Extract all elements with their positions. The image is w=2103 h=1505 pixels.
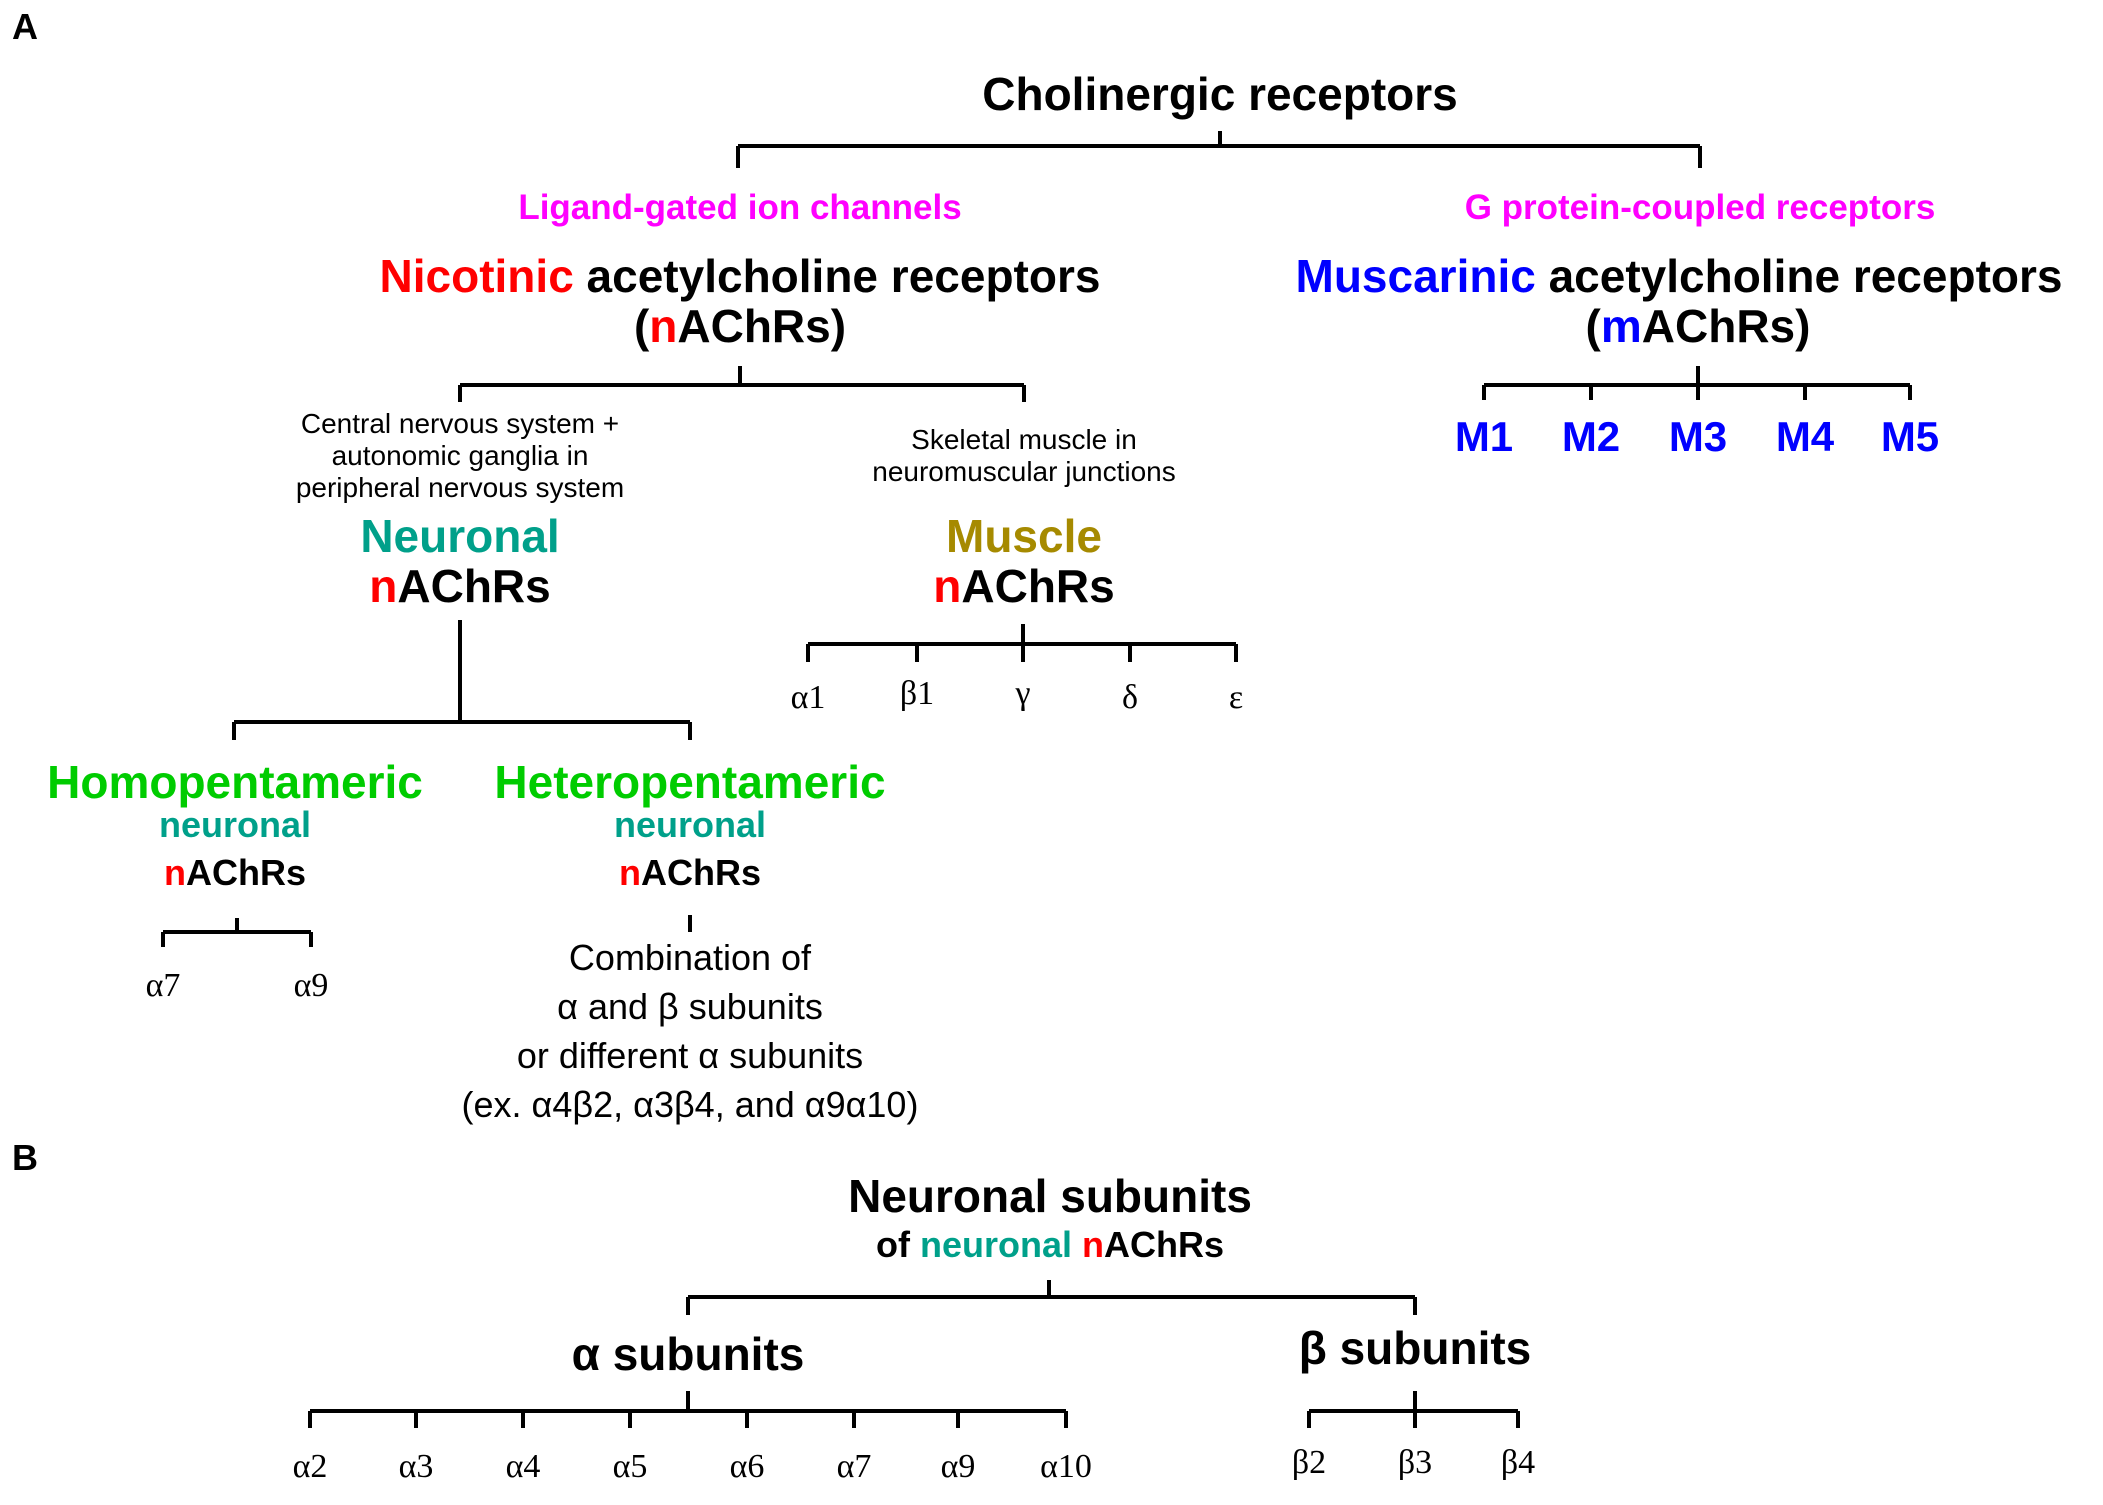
gpcr-class: G protein-coupled receptors — [1464, 188, 1936, 227]
alpha-subunit: α2 — [292, 1448, 328, 1485]
abbr-rest: AChRs — [1104, 1224, 1225, 1265]
homopentameric-sub: neuronal — [158, 804, 311, 845]
nicotinic-prefix: Nicotinic — [379, 250, 574, 302]
nachrs-abbr: (nAChRs) — [540, 300, 940, 353]
m-subtype: M3 — [1668, 413, 1728, 460]
beta-subunits-title: β subunits — [1298, 1322, 1532, 1374]
panel-b-label: B — [12, 1137, 38, 1178]
muscle-location-line: Skeletal muscle in — [911, 424, 1137, 455]
alpha-subunit: α3 — [398, 1448, 434, 1485]
m-subtype: M2 — [1561, 413, 1621, 460]
muscle-location-line: neuromuscular junctions — [872, 456, 1176, 487]
muscarinic-rest: acetylcholine receptors — [1535, 250, 2063, 302]
homopentameric-nachrs: nAChRs — [85, 852, 385, 893]
homo-subunit: α9 — [293, 967, 329, 1004]
neuronal-title: Neuronal — [360, 510, 560, 562]
abbr-rest: AChRs) — [1641, 300, 1811, 352]
of-word: of — [875, 1224, 920, 1265]
muscle-subunit: ε — [1228, 679, 1244, 716]
alpha-subunit: α4 — [505, 1448, 541, 1485]
homo-connector — [161, 918, 313, 947]
hetero-desc-line: (ex. α4β2, α3β4, and α9α10) — [461, 1084, 919, 1125]
muscle-subunit: β1 — [899, 675, 935, 712]
alpha-subunit: α9 — [940, 1448, 976, 1485]
neuronal-subunits-title: Neuronal subunits — [848, 1170, 1252, 1222]
muscarinic-connector — [1482, 366, 1912, 400]
beta-connector — [1307, 1391, 1520, 1428]
abbr-n-prefix: n — [933, 560, 962, 612]
beta-subunit: β4 — [1500, 1444, 1536, 1481]
nicotinic-title: Nicotinic acetylcholine receptors — [290, 250, 1190, 303]
panel-a-label: A — [12, 6, 38, 47]
muscarinic-title: Muscarinic acetylcholine receptors — [1255, 250, 2103, 303]
abbr-rest: AChRs — [397, 560, 551, 612]
abbr-open-paren: ( — [1585, 300, 1601, 352]
abbr-rest: AChRs — [185, 852, 306, 893]
heteropentameric-sub: neuronal — [613, 804, 766, 845]
muscle-subunit: α1 — [790, 679, 826, 716]
abbr-open-paren: ( — [633, 300, 650, 352]
abbr-n-prefix: n — [369, 560, 398, 612]
neuronal-location-line: autonomic ganglia in — [331, 440, 589, 471]
abbr-n-prefix: n — [163, 852, 186, 893]
m-subtype: M4 — [1775, 413, 1835, 460]
alpha-subunit: α10 — [1040, 1448, 1092, 1485]
alpha-subunit: α6 — [729, 1448, 765, 1485]
abbr-n-prefix: n — [1082, 1224, 1104, 1265]
root-title: Cholinergic receptors — [982, 68, 1458, 120]
space — [1072, 1224, 1082, 1265]
hetero-desc-line: α and β subunits — [557, 986, 823, 1027]
alpha-subunits-title: α subunits — [571, 1328, 805, 1380]
muscarinic-prefix: Muscarinic — [1295, 250, 1536, 302]
abbr-n-prefix: n — [649, 300, 678, 352]
subunit-class-connector — [686, 1280, 1417, 1315]
hetero-desc-line: or different α subunits — [516, 1035, 864, 1076]
machrs-abbr: (mAChRs) — [1498, 300, 1898, 353]
m-subtype: M5 — [1880, 413, 1940, 460]
alpha-subunit: α7 — [836, 1448, 872, 1485]
abbr-n-prefix: n — [618, 852, 641, 893]
homo-subunit: α7 — [145, 967, 181, 1004]
m-subtype: M1 — [1454, 413, 1514, 460]
root-connector — [736, 131, 1702, 168]
nicotinic-rest: acetylcholine receptors — [573, 250, 1101, 302]
heteropentameric-title: Heteropentameric — [494, 756, 886, 808]
muscle-connector — [806, 624, 1238, 662]
nicotinic-connector — [458, 366, 1026, 402]
abbr-rest: AChRs) — [677, 300, 847, 352]
neuronal-subunits-subtitle: of neuronal nAChRs — [750, 1224, 1350, 1265]
beta-subunit: β3 — [1397, 1444, 1433, 1481]
beta-subunit: β2 — [1291, 1444, 1327, 1481]
neuronal-location-line: Central nervous system + — [300, 408, 620, 439]
muscle-nachrs: nAChRs — [824, 560, 1224, 613]
neuronal-word: neuronal — [919, 1224, 1072, 1265]
heteropentameric-nachrs: nAChRs — [540, 852, 840, 893]
neuronal-nachrs: nAChRs — [260, 560, 660, 613]
hetero-desc-line: Combination of — [568, 937, 812, 978]
abbr-rest: AChRs — [961, 560, 1115, 612]
abbr-rest: AChRs — [640, 852, 761, 893]
alpha-connector — [308, 1391, 1068, 1428]
muscle-subunit: δ — [1121, 679, 1139, 716]
abbr-m-prefix: m — [1600, 300, 1642, 352]
muscle-subunit: γ — [1015, 675, 1031, 712]
neuronal-connector — [232, 620, 692, 740]
ligand-gated-class: Ligand-gated ion channels — [518, 188, 962, 227]
muscle-title: Muscle — [946, 510, 1102, 562]
alpha-subunit: α5 — [612, 1448, 648, 1485]
homopentameric-title: Homopentameric — [47, 756, 423, 808]
neuronal-location-line: peripheral nervous system — [295, 472, 625, 503]
